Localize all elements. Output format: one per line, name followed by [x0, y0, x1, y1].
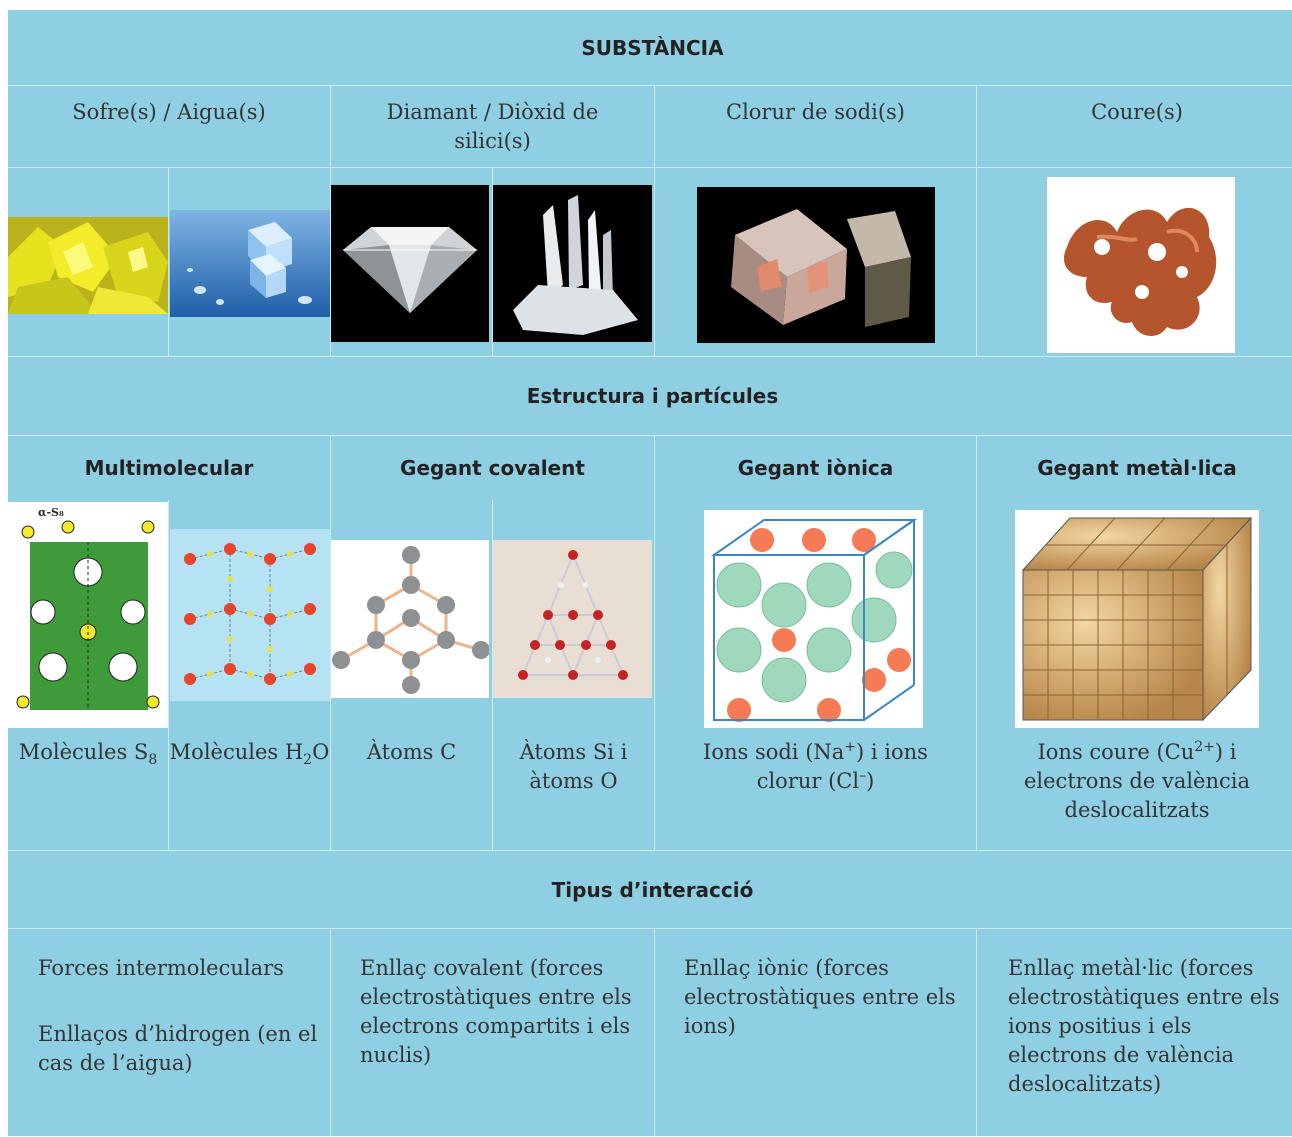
- type-giant-metallic: Gegant metàl·lica: [1037, 456, 1237, 480]
- interaction-ionic: Enllaç iònic (forces electrostàtiques en…: [684, 956, 956, 1038]
- ice-cubes-photo: [170, 210, 330, 317]
- col-divider: [492, 167, 493, 356]
- interaction-molecular-2: Enllaços d’hidrogen (en el cas de l’aigu…: [38, 1022, 318, 1075]
- interaction-metallic: Enllaç metàl·lic (forces electrostàtique…: [1008, 956, 1280, 1096]
- interaction-section-title: Tipus d’interacció: [551, 877, 754, 902]
- row-divider: [8, 167, 1292, 168]
- col-divider: [976, 435, 977, 850]
- col-divider: [976, 85, 977, 356]
- col-divider: [330, 928, 331, 1136]
- particles-nacl: Ions sodi (Na+) i ions clorur (Cl–): [703, 739, 928, 793]
- row-divider: [8, 435, 1292, 436]
- substance-diamond-silica: Diamant / Diòxid de silici(s): [386, 100, 599, 153]
- col-divider: [976, 928, 977, 1136]
- type-giant-covalent: Gegant covalent: [400, 456, 585, 480]
- col-divider: [492, 500, 493, 850]
- diamond-photo: [331, 185, 489, 342]
- particles-cu: Ions coure (Cu2+) i electrons de valènci…: [1023, 739, 1251, 822]
- type-giant-ionic: Gegant iònica: [737, 456, 894, 480]
- diamond-carbon-lattice-model: [331, 540, 489, 698]
- quartz-crystal-photo: [493, 185, 652, 342]
- col-divider: [654, 928, 655, 1136]
- col-divider: [330, 85, 331, 356]
- substance-copper: Coure(s): [1091, 100, 1183, 124]
- substance-sodium-chloride: Clorur de sodi(s): [726, 100, 905, 124]
- particles-s8: Molècules S8: [18, 740, 158, 769]
- s8-molecular-structure-diagram: α-S₈: [8, 502, 168, 728]
- row-divider: [8, 85, 1292, 86]
- col-divider: [330, 435, 331, 850]
- substance-sulfur-water: Sofre(s) / Aigua(s): [72, 100, 266, 124]
- col-divider: [168, 500, 169, 850]
- copper-nugget-photo: [1047, 177, 1235, 353]
- copper-metallic-lattice: [1015, 510, 1259, 728]
- row-divider: [8, 356, 1292, 357]
- interaction-covalent: Enllaç covalent (forces electrostàtiques…: [360, 956, 632, 1067]
- type-multimolecular: Multimolecular: [84, 456, 254, 480]
- particles-si-o: Àtoms Si i àtoms O: [519, 740, 628, 793]
- col-divider: [168, 167, 169, 356]
- water-hydrogen-bond-lattice: [170, 529, 330, 701]
- row-divider: [8, 850, 1292, 851]
- col-divider: [654, 435, 655, 850]
- nacl-ionic-lattice: [704, 510, 923, 728]
- particles-c: Àtoms C: [366, 740, 457, 764]
- substances-table: SUBSTÀNCIA Sofre(s) / Aigua(s) Diamant /…: [8, 10, 1292, 1136]
- s8-diagram-label: α-S₈: [38, 506, 64, 519]
- structure-section-title: Estructura i partícules: [526, 384, 779, 408]
- particles-h2o: Molècules H2O: [169, 740, 330, 769]
- col-divider: [654, 85, 655, 356]
- silica-tetrahedral-model: [493, 540, 652, 698]
- sulfur-crystal-photo: [8, 217, 168, 314]
- interaction-molecular-1: Forces intermoleculars: [38, 956, 284, 980]
- salt-crystal-photo: [697, 187, 935, 343]
- table-title: SUBSTÀNCIA: [581, 35, 724, 60]
- row-divider: [8, 928, 1292, 929]
